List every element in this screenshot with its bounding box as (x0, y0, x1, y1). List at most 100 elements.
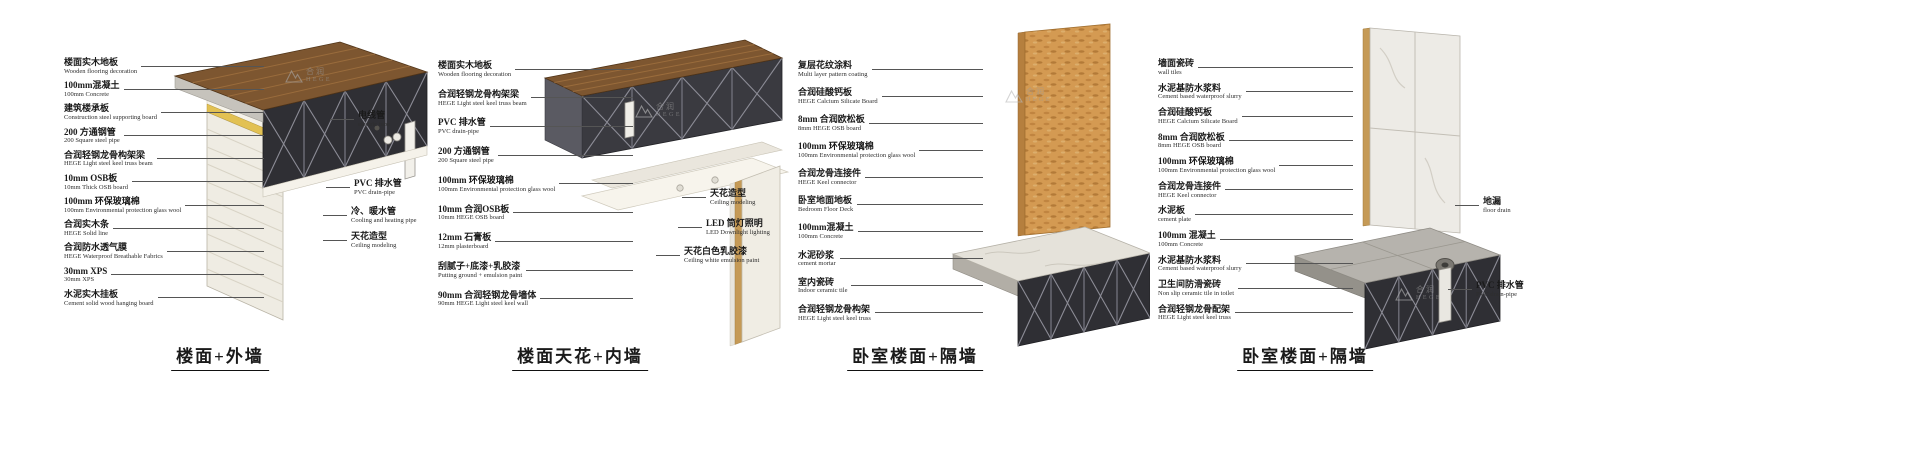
leader-line (851, 285, 983, 287)
leader-line (678, 226, 702, 228)
label-zh: PVC 排水管 (354, 178, 402, 188)
label-en: 100mm Concrete (798, 233, 843, 241)
watermark-en: HEGE (656, 111, 682, 118)
label-zh: PVC 排水管 (1476, 280, 1524, 290)
watermark-en: HEGE (306, 76, 332, 83)
label-en: 100mm Environmental protection glass woo… (1158, 167, 1276, 175)
leader-line (111, 274, 264, 276)
watermark-zh: 合润 (656, 102, 676, 111)
label-en: 8mm HEGE OSB board (1158, 142, 1222, 150)
label-zh: 水泥基防水浆料 (1158, 254, 1222, 265)
leader-line (919, 149, 983, 151)
label-en: electric tube (358, 120, 390, 128)
board-edge-layer (1362, 27, 1371, 227)
label-zh: 合润轻钢龙骨构架梁 (438, 88, 520, 99)
leader-line (141, 65, 264, 67)
label-zh: 200 方通钢管 (64, 126, 116, 137)
leader-line (530, 97, 633, 99)
leader-line (185, 204, 264, 206)
label-en: HEGE Light steel keel truss (798, 314, 871, 322)
label-zh: 水泥实木挂板 (64, 288, 119, 299)
leader-line (1241, 115, 1353, 117)
leader-line (526, 269, 633, 271)
label-en: Cement solid wood hanging board (64, 299, 154, 307)
watermark-en: HEGE (1416, 294, 1442, 301)
label-en: Construction steel supporting board (64, 114, 157, 122)
leader-line (1448, 288, 1472, 290)
leader-line (540, 298, 633, 300)
label-en: HEGE Solid line (64, 230, 109, 237)
label-zh: 合润轻钢龙骨构架 (798, 303, 871, 314)
label-zh: 天花造型 (710, 188, 747, 198)
label-zh: 100mm 环保玻璃棉 (64, 196, 140, 207)
label-en: Putting ground + emulsion paint (438, 271, 523, 279)
label-en: 100mm Environmental protection glass woo… (64, 206, 182, 214)
label-en: HEGE Keel connector (798, 179, 857, 187)
label-en: Bedroom Floor Deck (798, 206, 854, 214)
leader-line (868, 122, 983, 124)
label-zh: 楼面实木地板 (438, 60, 493, 70)
leader-line (857, 231, 983, 233)
label-en: HEGE Light steel keel truss beam (438, 99, 527, 107)
leader-line (874, 312, 983, 314)
label-en: Cement based waterproof slurry (1158, 93, 1242, 101)
label-en: 100mm Concrete (64, 90, 109, 98)
board-edge-layer (1017, 31, 1026, 237)
electric-conduit (374, 125, 380, 131)
label-en: HEGE Light steel keel truss (1158, 314, 1231, 322)
wood-floor-surface (173, 41, 429, 111)
diagram-bedroom-floor-partition (951, 23, 1150, 347)
leader-line (123, 88, 264, 90)
label-zh: 合润实木条 (64, 219, 110, 230)
label-en: 30mm XPS (64, 276, 95, 284)
label-zh: 水泥基防水浆料 (1158, 82, 1222, 93)
label-en: HEGE Keel connector (1158, 191, 1217, 199)
label-zh: 100mm混凝土 (64, 80, 120, 91)
label-en: PVC drain-pipe (354, 188, 395, 196)
label-en: Wooden flooring decoration (438, 70, 512, 78)
leader-line (160, 111, 264, 113)
leader-line (1234, 312, 1353, 314)
cooling-heating-pipe (392, 132, 402, 142)
label-en: cement plate (1158, 216, 1192, 224)
leader-line (156, 158, 264, 160)
leader-line (1219, 238, 1353, 240)
leader-line (656, 254, 680, 256)
leader-line (497, 154, 633, 156)
leader-line (166, 251, 264, 252)
leader-line (515, 68, 633, 70)
leader-line (1245, 263, 1353, 265)
label-en: PVC drain-pipe (1476, 290, 1517, 298)
panel-title: 卧室楼面+隔墙 (847, 342, 983, 371)
label-en: Indoor ceramic tile (798, 287, 848, 295)
leader-line (323, 239, 347, 241)
label-zh: 天花造型 (351, 231, 388, 241)
